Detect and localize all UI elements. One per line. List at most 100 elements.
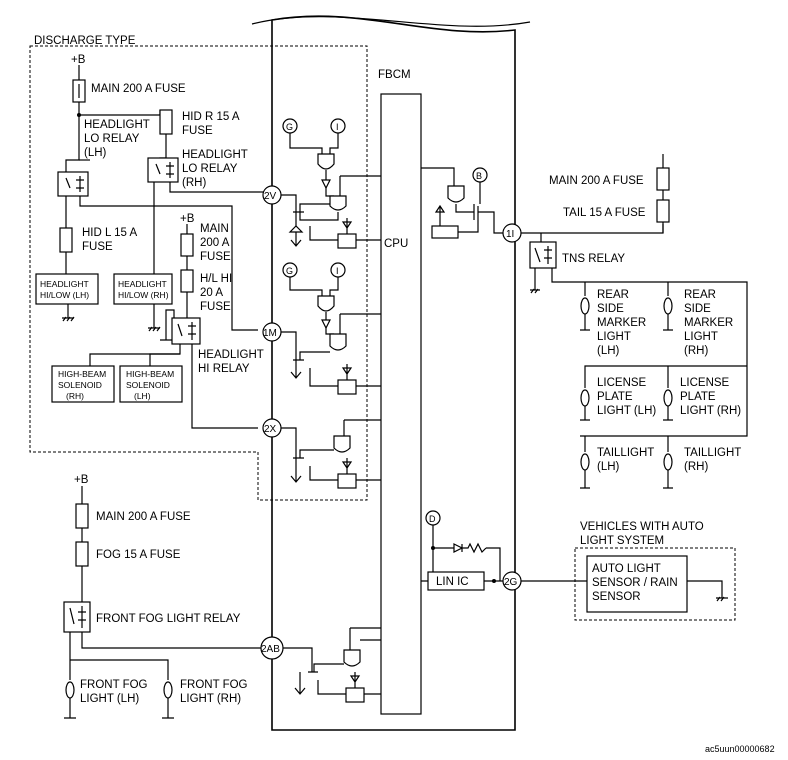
svg-text:FUSE: FUSE (200, 301, 231, 313)
svg-text:2G: 2G (504, 577, 518, 588)
reference-code: ac5uun00000682 (705, 744, 775, 754)
svg-text:2AB: 2AB (261, 644, 280, 655)
svg-text:SOLENOID: SOLENOID (126, 380, 170, 390)
svg-text:MARKER: MARKER (684, 317, 733, 329)
svg-text:I: I (336, 122, 339, 132)
svg-text:SIDE: SIDE (597, 303, 624, 315)
tail-light-circuit: MAIN 200 A FUSE TAIL 15 A FUSE TNS RELAY… (521, 154, 748, 489)
svg-text:TNS RELAY: TNS RELAY (562, 253, 625, 265)
svg-text:VEHICLES WITH AUTO: VEHICLES WITH AUTO (580, 521, 704, 533)
svg-text:(LH): (LH) (84, 147, 107, 159)
svg-text:PLATE: PLATE (597, 391, 633, 403)
svg-text:200 A: 200 A (200, 237, 230, 249)
svg-text:MAIN 200 A FUSE: MAIN 200 A FUSE (549, 175, 644, 187)
svg-text:FOG 15 A FUSE: FOG 15 A FUSE (96, 549, 181, 561)
svg-text:B: B (476, 171, 482, 181)
driver-block-4 (283, 627, 381, 703)
svg-text:LIGHT: LIGHT (597, 331, 631, 343)
driver-block-1: G I (281, 118, 381, 249)
fbcm-module: FBCM CPU (251, 15, 531, 731)
svg-text:LIGHT: LIGHT (684, 331, 718, 343)
svg-text:1M: 1M (263, 328, 277, 339)
svg-text:LIGHT (RH): LIGHT (RH) (680, 405, 741, 417)
fog-main-fuse (75, 503, 89, 529)
discharge-type-label: DISCHARGE TYPE (34, 35, 136, 47)
svg-text:REAR: REAR (684, 289, 716, 301)
svg-text:MAIN: MAIN (200, 223, 229, 235)
svg-text:FRONT FOG: FRONT FOG (180, 679, 248, 691)
svg-text:FUSE: FUSE (200, 251, 231, 263)
lo-relay-lh (57, 171, 89, 197)
lin-ic-section: D LIN IC (421, 510, 503, 591)
svg-text:HEADLIGHT: HEADLIGHT (118, 279, 167, 289)
connector-2x: 2X (262, 418, 282, 438)
tns-relay (529, 241, 557, 269)
svg-text:LIGHT (LH): LIGHT (LH) (597, 405, 656, 417)
hilow-lh (35, 273, 99, 305)
svg-text:(RH): (RH) (684, 461, 708, 473)
svg-text:FRONT FOG: FRONT FOG (80, 679, 148, 691)
hid-l-fuse (59, 227, 73, 253)
svg-text:LICENSE: LICENSE (680, 377, 730, 389)
svg-text:FUSE: FUSE (82, 241, 113, 253)
svg-text:TAILLIGHT: TAILLIGHT (597, 447, 654, 459)
solenoid-lh (119, 365, 183, 403)
svg-text:HID R 15 A: HID R 15 A (182, 111, 240, 123)
svg-text:(RH): (RH) (182, 177, 206, 189)
tail-driver: B (421, 167, 503, 239)
svg-text:20 A: 20 A (200, 287, 223, 299)
svg-text:(LH): (LH) (597, 345, 620, 357)
svg-text:+B: +B (71, 54, 86, 66)
svg-text:LIGHT SYSTEM: LIGHT SYSTEM (580, 535, 664, 547)
connector-1i: 1I (502, 223, 522, 243)
svg-text:(LH): (LH) (597, 461, 620, 473)
svg-text:(LH): (LH) (134, 391, 151, 401)
svg-text:FUSE: FUSE (182, 125, 213, 137)
svg-text:AUTO LIGHT: AUTO LIGHT (592, 563, 661, 575)
lo-relay-rh (147, 157, 179, 183)
svg-text:PLATE: PLATE (680, 391, 716, 403)
headlight-circuit: +B MAIN 200 A FUSE HEADLIGHT LO RELAY (L… (35, 54, 264, 429)
auto-light-sensor: VEHICLES WITH AUTO LIGHT SYSTEM AUTO LIG… (521, 521, 736, 621)
svg-text:HI RELAY: HI RELAY (198, 363, 250, 375)
svg-text:HI/LOW (LH): HI/LOW (LH) (40, 290, 89, 300)
svg-text:HEADLIGHT: HEADLIGHT (182, 149, 248, 161)
svg-text:+B: +B (74, 474, 89, 486)
svg-text:LO RELAY: LO RELAY (84, 133, 140, 145)
svg-text:REAR: REAR (597, 289, 629, 301)
svg-text:LIGHT (LH): LIGHT (LH) (80, 693, 139, 705)
cpu-label: CPU (384, 238, 408, 250)
svg-text:2V: 2V (264, 191, 277, 202)
svg-text:+B: +B (180, 213, 195, 225)
fbcm-label: FBCM (378, 69, 411, 81)
svg-text:I: I (336, 266, 339, 276)
connector-2ab: 2AB (260, 636, 284, 660)
svg-text:H/L HI: H/L HI (200, 273, 232, 285)
svg-text:(RH): (RH) (66, 391, 84, 401)
hilow-rh (113, 273, 173, 305)
connector-2g: 2G (502, 571, 522, 591)
svg-text:D: D (429, 514, 436, 524)
svg-text:(RH): (RH) (684, 345, 708, 357)
svg-text:SENSOR / RAIN: SENSOR / RAIN (592, 577, 678, 589)
svg-text:LIN IC: LIN IC (436, 576, 469, 588)
svg-text:SOLENOID: SOLENOID (58, 380, 102, 390)
svg-text:HEADLIGHT: HEADLIGHT (40, 279, 89, 289)
svg-text:SENSOR: SENSOR (592, 591, 641, 603)
svg-text:MARKER: MARKER (597, 317, 646, 329)
svg-text:LO RELAY: LO RELAY (182, 163, 238, 175)
driver-block-2: G I (281, 262, 381, 395)
main-fuse-2 (180, 233, 194, 257)
svg-text:1I: 1I (506, 229, 514, 240)
svg-text:LIGHT (RH): LIGHT (RH) (180, 693, 241, 705)
right-main-fuse (656, 167, 670, 191)
hl-hi-fuse (180, 269, 194, 293)
svg-text:HEADLIGHT: HEADLIGHT (198, 349, 264, 361)
svg-text:LICENSE: LICENSE (597, 377, 647, 389)
svg-text:G: G (286, 122, 293, 132)
svg-text:TAIL 15 A FUSE: TAIL 15 A FUSE (563, 207, 646, 219)
svg-text:MAIN 200 A FUSE: MAIN 200 A FUSE (96, 511, 191, 523)
connector-1m: 1M (262, 322, 282, 342)
svg-text:TAILLIGHT: TAILLIGHT (684, 447, 741, 459)
